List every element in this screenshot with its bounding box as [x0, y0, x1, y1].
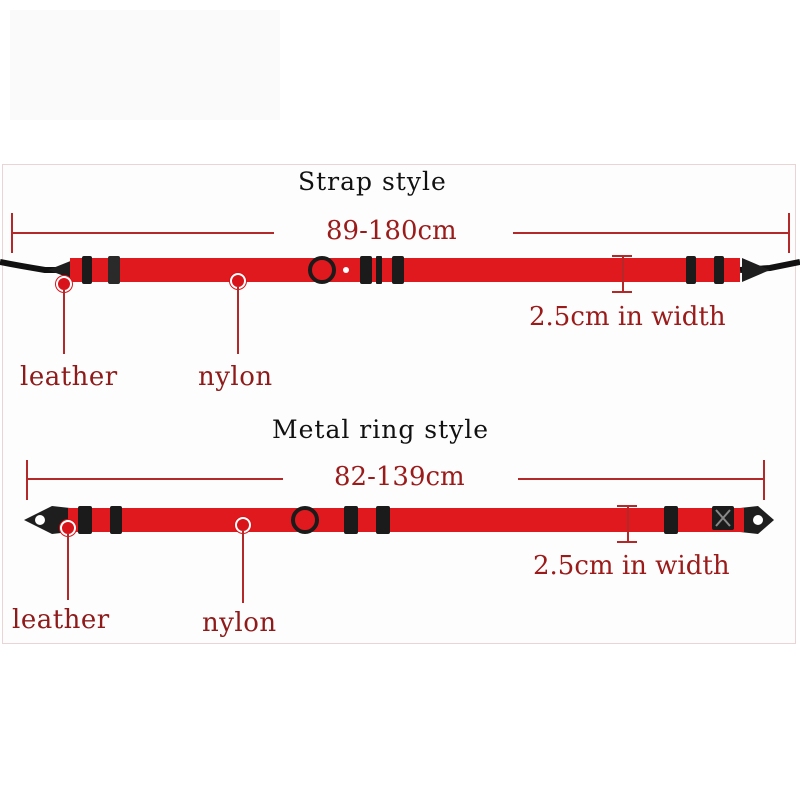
ring-end-tip-left: [24, 506, 70, 534]
slider-2: [392, 256, 404, 284]
strap-dim-right-line: [513, 232, 789, 234]
d-ring: [308, 256, 336, 284]
ring-buckle-2: [110, 506, 122, 534]
leather-cord-right: [739, 259, 800, 273]
ring-slider-1: [344, 506, 358, 534]
metal-ring-style-title: Metal ring style: [272, 415, 490, 444]
metal-ring-style-strap: [24, 506, 774, 534]
ring-width-top-cap: [617, 505, 637, 507]
strap-width-indicator: [622, 255, 624, 293]
strap-leather-pointer: [63, 290, 65, 354]
ring-connector-x: [715, 509, 731, 527]
rivet: [343, 267, 349, 273]
strap-width-top-cap: [612, 255, 632, 257]
ring-nylon-label: nylon: [202, 608, 277, 638]
ring-length-label: 82-139cm: [334, 462, 465, 492]
strap-width-bottom-cap: [612, 291, 632, 293]
buckle-4: [714, 256, 724, 284]
strap-style-title: Strap style: [298, 167, 447, 196]
buckle-2: [108, 256, 120, 284]
strap-width-label: 2.5cm in width: [529, 302, 726, 332]
nylon-band: [70, 258, 740, 282]
ring-width-indicator: [627, 505, 629, 543]
slider-1b: [376, 256, 382, 284]
ring-leather-label: leather: [12, 605, 110, 635]
ring-dim-right-line: [518, 478, 764, 480]
slider-1: [360, 256, 372, 284]
diagram-frame: [2, 164, 796, 644]
ring-width-label: 2.5cm in width: [533, 551, 730, 581]
ring-leather-pointer: [67, 534, 69, 600]
ring-hole-left: [35, 515, 45, 525]
ring-nylon-pointer: [242, 531, 244, 603]
strap-style-strap: [0, 256, 800, 284]
strap-nylon-pointer: [237, 287, 239, 354]
leather-cord-left: [0, 259, 60, 273]
ring-dim-right-tick: [763, 460, 765, 500]
strap-dim-left-line: [11, 232, 274, 234]
buckle-3: [686, 256, 696, 284]
strap-dim-right-tick: [788, 213, 790, 253]
strap-end-tip-right: [742, 258, 770, 282]
strap-length-label: 89-180cm: [326, 216, 457, 246]
ring-hole-right: [753, 515, 763, 525]
ring-buckle-3: [664, 506, 678, 534]
ring-width-bottom-cap: [617, 541, 637, 543]
ring-dim-left-line: [26, 478, 283, 480]
blank-panel: [10, 10, 280, 120]
ring-nylon-band: [68, 508, 744, 532]
ring-slider-2: [376, 506, 390, 534]
strap-nylon-label: nylon: [198, 362, 273, 392]
buckle-1: [82, 256, 92, 284]
ring-dim-left-tick: [26, 460, 28, 500]
strap-leather-label: leather: [20, 362, 118, 392]
ring-d-ring: [291, 506, 319, 534]
ring-buckle-1: [78, 506, 92, 534]
